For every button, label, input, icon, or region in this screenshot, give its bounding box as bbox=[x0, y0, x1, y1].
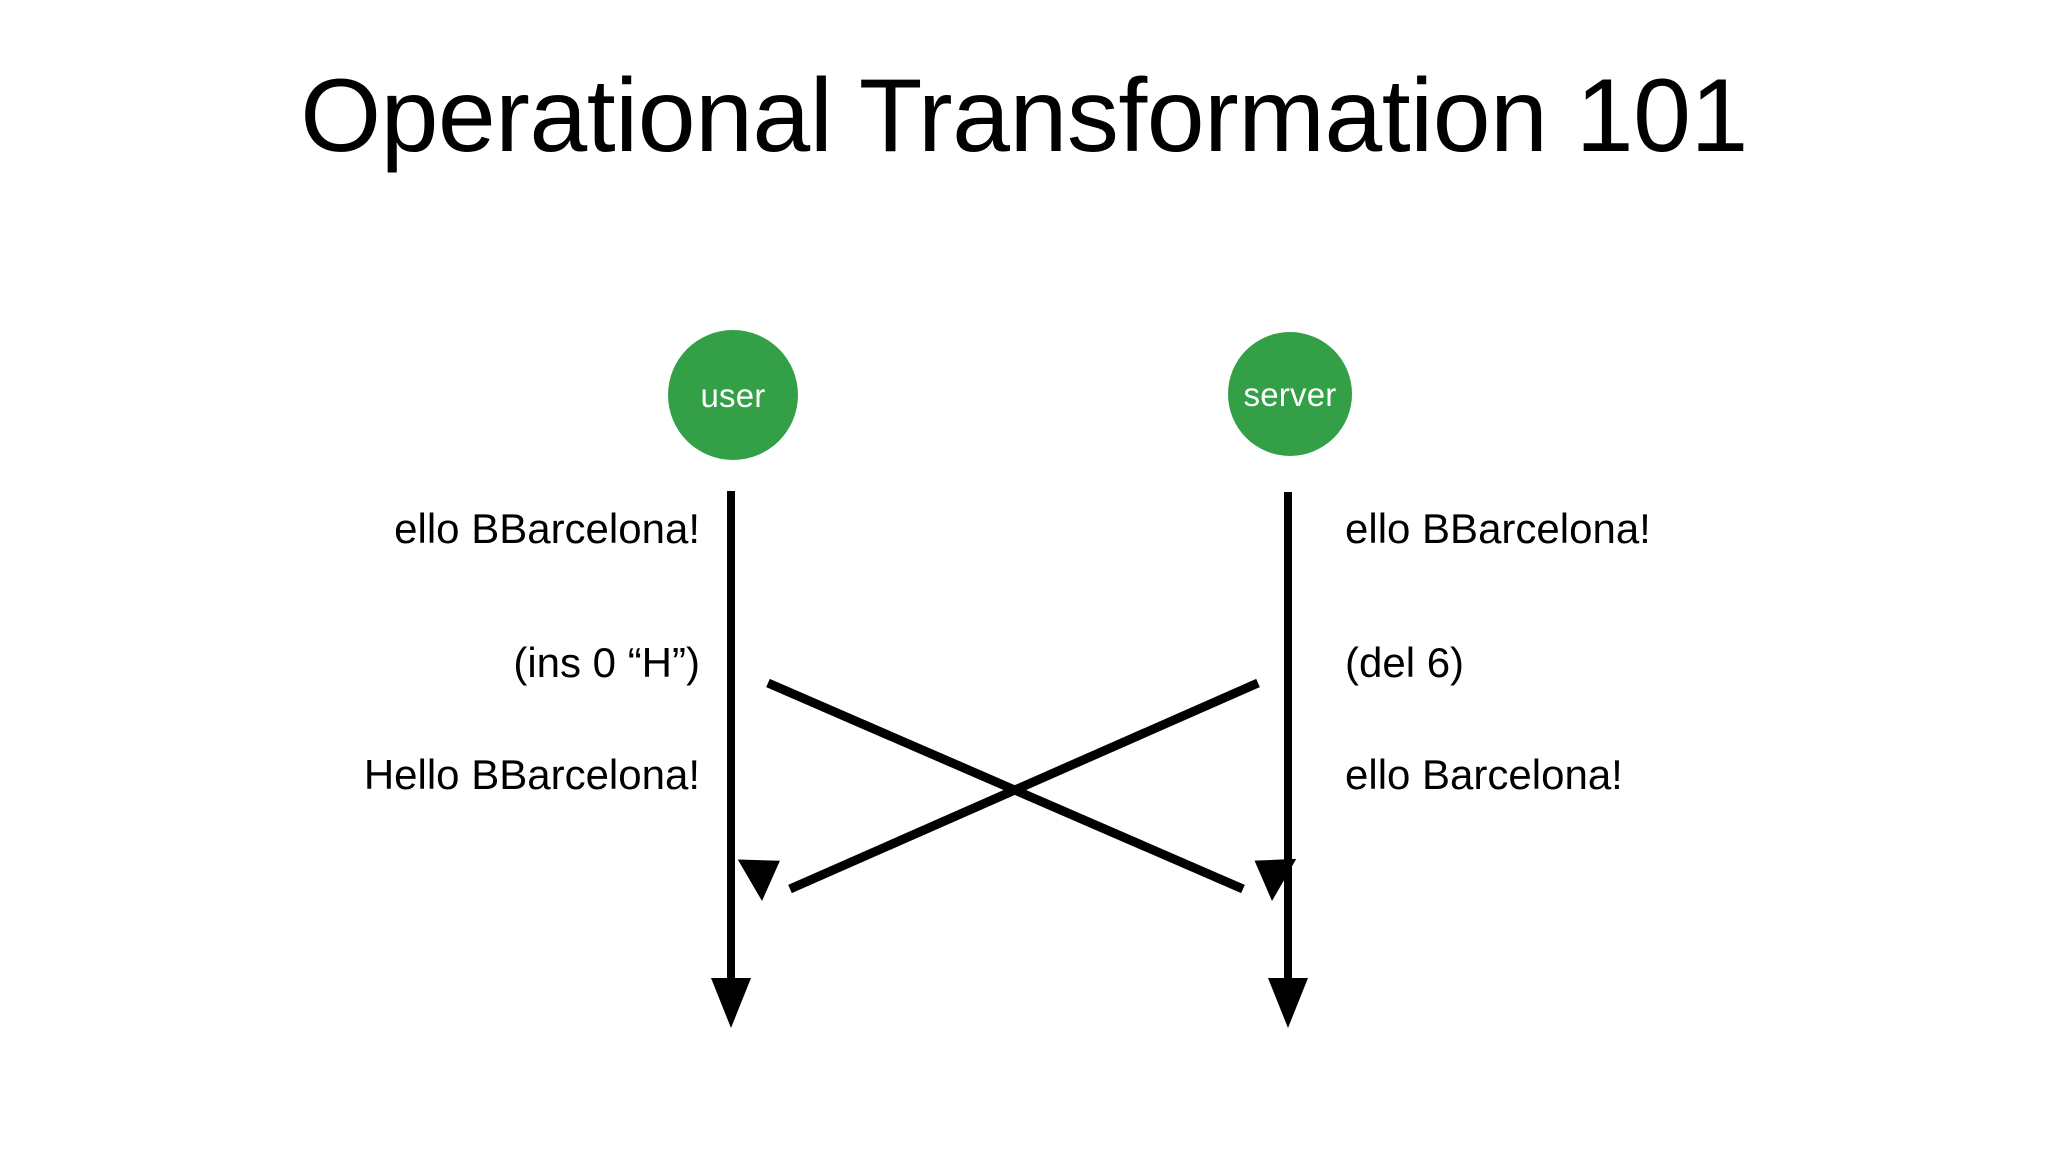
lifeline-server-arrowhead-down-icon bbox=[1268, 978, 1308, 1028]
message-arrow-user-to-server-line bbox=[766, 678, 1245, 894]
actor-node-user[interactable]: user bbox=[668, 330, 798, 460]
message-arrow-user-to-server-arrowhead-icon bbox=[1254, 858, 1297, 901]
actor-label-server: server bbox=[1243, 375, 1337, 413]
message-arrow-server-to-user-line bbox=[788, 678, 1260, 894]
page-title: Operational Transformation 101 bbox=[300, 58, 1748, 174]
actor-label-user: user bbox=[700, 376, 766, 414]
note-user-operation: (ins 0 “H”) bbox=[513, 639, 700, 686]
note-server-state-initial: ello BBarcelona! bbox=[1345, 505, 1651, 552]
note-user-state-initial: ello BBarcelona! bbox=[394, 505, 700, 552]
message-arrow-server-to-user bbox=[737, 678, 1260, 901]
message-arrow-server-to-user-arrowhead-icon bbox=[737, 859, 780, 901]
note-server-state-after: ello Barcelona! bbox=[1345, 751, 1623, 798]
note-server-operation: (del 6) bbox=[1345, 639, 1465, 686]
message-arrow-user-to-server bbox=[766, 678, 1297, 901]
lifeline-server bbox=[1268, 492, 1308, 1028]
actor-node-server[interactable]: server bbox=[1228, 332, 1352, 456]
note-user-state-after: Hello BBarcelona! bbox=[363, 751, 700, 798]
lifeline-user bbox=[711, 491, 751, 1028]
lifeline-user-arrowhead-down-icon bbox=[711, 978, 751, 1028]
